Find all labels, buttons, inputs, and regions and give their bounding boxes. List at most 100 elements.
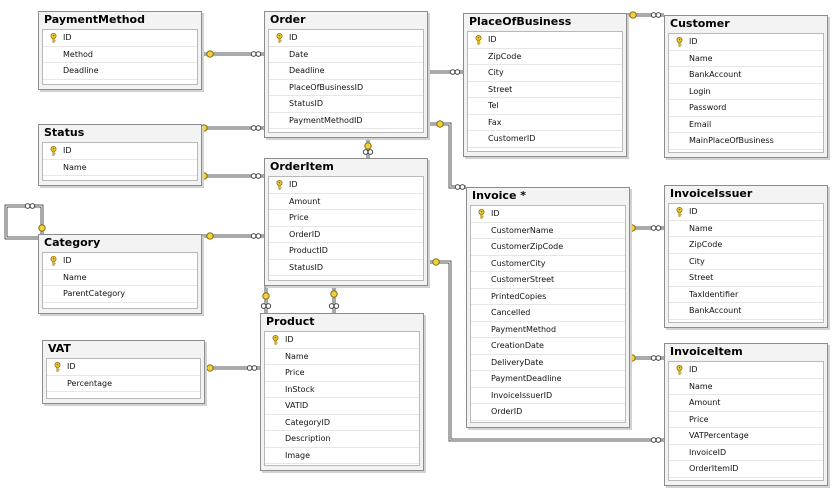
column-row[interactable]: Name: [669, 221, 823, 237]
column-row[interactable]: InStock: [265, 382, 419, 398]
one-end-key-icon: [206, 364, 214, 372]
column-row[interactable]: PaymentDeadline: [471, 371, 625, 388]
relationship-line[interactable]: [430, 122, 466, 189]
column-row[interactable]: MainPlaceOfBusiness: [669, 133, 823, 150]
column-row[interactable]: OrderItemID: [669, 461, 823, 478]
column-row[interactable]: ID: [269, 30, 423, 47]
column-row[interactable]: Price: [669, 412, 823, 428]
column-row[interactable]: CategoryID: [265, 415, 419, 431]
column-row[interactable]: Password: [669, 100, 823, 117]
column-row[interactable]: CustomerZipCode: [471, 239, 625, 256]
column-row[interactable]: DeliveryDate: [471, 355, 625, 371]
column-row[interactable]: OrderID: [269, 227, 423, 243]
column-row[interactable]: PaymentMethod: [471, 322, 625, 338]
column-row[interactable]: Email: [669, 117, 823, 133]
column-row[interactable]: Image: [265, 448, 419, 464]
column-row[interactable]: PaymentMethodID: [269, 113, 423, 129]
column-row[interactable]: CustomerCity: [471, 256, 625, 272]
column-row[interactable]: BankAccount: [669, 67, 823, 84]
column-row[interactable]: ID: [669, 362, 823, 379]
column-row[interactable]: ID: [43, 253, 197, 270]
column-row[interactable]: CustomerID: [468, 131, 622, 148]
column-row[interactable]: Tel: [468, 98, 622, 115]
column-row[interactable]: Name: [43, 160, 197, 176]
column-row[interactable]: VATID: [265, 398, 419, 415]
column-row[interactable]: Name: [43, 270, 197, 286]
column-row[interactable]: ID: [669, 34, 823, 51]
column-name: ZipCode: [488, 51, 522, 61]
column-row[interactable]: StatusID: [269, 260, 423, 276]
column-row[interactable]: OrderID: [471, 404, 625, 421]
column-row[interactable]: PrintedCopies: [471, 289, 625, 305]
column-row[interactable]: ID: [265, 332, 419, 349]
one-end-key-icon: [432, 258, 440, 266]
relationship-line[interactable]: [4, 204, 44, 240]
column-row[interactable]: InvoiceIssuerID: [471, 388, 625, 404]
column-row[interactable]: ID: [269, 177, 423, 194]
column-row[interactable]: ID: [47, 359, 200, 376]
column-row[interactable]: Street: [468, 82, 622, 98]
one-end-key-icon: [436, 120, 444, 128]
column-row[interactable]: Login: [669, 84, 823, 100]
column-row[interactable]: Percentage: [47, 376, 200, 392]
column-name: Deadline: [63, 66, 99, 75]
column-row[interactable]: PlaceOfBusinessID: [269, 80, 423, 96]
column-row[interactable]: Cancelled: [471, 305, 625, 322]
column-row[interactable]: ZipCode: [468, 49, 622, 65]
column-row[interactable]: BankAccount: [669, 303, 823, 320]
column-row[interactable]: Amount: [669, 395, 823, 412]
column-row[interactable]: ZipCode: [669, 237, 823, 254]
column-row[interactable]: Description: [265, 431, 419, 448]
column-name: CustomerCity: [491, 258, 546, 268]
column-row[interactable]: CreationDate: [471, 338, 625, 355]
column-row[interactable]: Name: [265, 349, 419, 365]
column-row[interactable]: ID: [471, 206, 625, 223]
column-row[interactable]: StatusID: [269, 96, 423, 113]
column-row[interactable]: City: [468, 65, 622, 82]
column-row[interactable]: Price: [265, 365, 419, 382]
column-row[interactable]: Date: [269, 47, 423, 63]
column-name: Amount: [289, 196, 321, 206]
column-row[interactable]: CustomerName: [471, 223, 625, 239]
column-row[interactable]: Deadline: [43, 63, 197, 80]
column-name: VATPercentage: [689, 431, 749, 440]
column-row[interactable]: Amount: [269, 194, 423, 210]
column-row[interactable]: Method: [43, 47, 197, 63]
column-row[interactable]: VATPercentage: [669, 428, 823, 445]
column-row[interactable]: ProductID: [269, 243, 423, 260]
many-end-infinity-icon: [250, 125, 262, 131]
column-name: Tel: [488, 101, 499, 110]
column-row[interactable]: Name: [669, 51, 823, 67]
column-row[interactable]: Name: [669, 379, 823, 395]
column-row[interactable]: CustomerStreet: [471, 272, 625, 289]
column-row[interactable]: InvoiceID: [669, 445, 823, 461]
column-row[interactable]: Fax: [468, 115, 622, 131]
column-name: Email: [689, 119, 712, 129]
column-row[interactable]: ID: [468, 32, 622, 49]
column-row[interactable]: ID: [43, 30, 197, 47]
column-row[interactable]: Street: [669, 270, 823, 287]
column-row[interactable]: Deadline: [269, 63, 423, 80]
primary-key-icon: [275, 33, 284, 43]
column-row[interactable]: ParentCategory: [43, 286, 197, 303]
primary-key-icon: [275, 180, 284, 190]
column-row[interactable]: TaxIdentifier: [669, 287, 823, 303]
column-row[interactable]: City: [669, 254, 823, 270]
column-row[interactable]: Price: [269, 210, 423, 227]
column-row[interactable]: ID: [669, 204, 823, 221]
column-row[interactable]: ID: [43, 143, 197, 160]
